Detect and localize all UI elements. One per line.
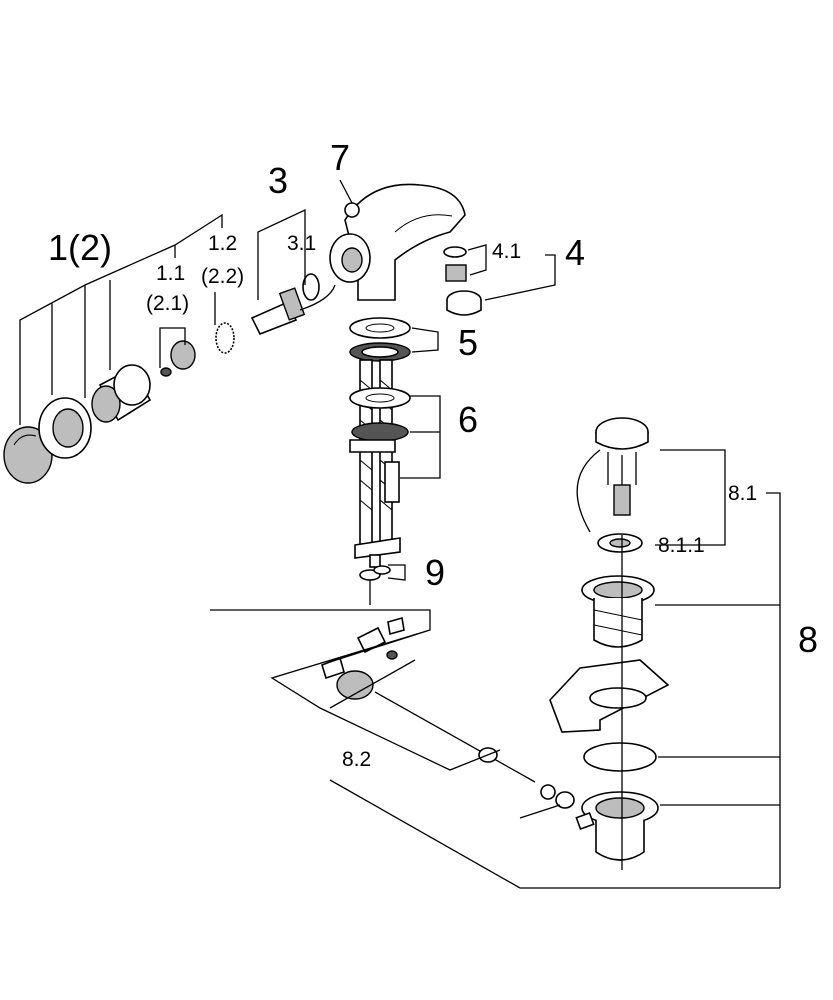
leader-3	[257, 208, 306, 300]
label-2-1: (2.1)	[146, 292, 189, 315]
leader-6	[400, 395, 441, 479]
label-1-1: 1.1	[156, 262, 185, 285]
pop-up-stopper-8-1	[595, 417, 649, 516]
leader-2-1	[159, 327, 186, 368]
label-4-1: 4.1	[492, 240, 521, 263]
spout-body-7	[329, 183, 466, 301]
leader-8-1	[655, 449, 726, 546]
label-1-2b: 1.2	[208, 232, 237, 255]
leader-8	[655, 492, 781, 888]
drain-body-lower	[575, 791, 659, 861]
label-6: 6	[458, 399, 478, 440]
label-3-1: 3.1	[287, 232, 316, 255]
label-4: 4	[565, 232, 585, 273]
label-7: 7	[330, 137, 350, 178]
label-1-2: 1(2)	[48, 227, 112, 268]
leader-8-2	[210, 609, 780, 889]
label-5: 5	[458, 322, 478, 363]
cartridge-small-part	[160, 340, 196, 377]
leader-3-1-arc	[299, 284, 336, 311]
washer-set-6	[349, 387, 411, 503]
linkage-parts-8-2	[321, 616, 575, 809]
leader-1-2	[19, 213, 223, 425]
label-8-1-1: 8.1.1	[658, 534, 705, 557]
leader-5	[411, 327, 439, 353]
mounting-nuts	[354, 537, 401, 605]
leader-9	[387, 564, 406, 581]
seal-8-1-1	[597, 533, 643, 553]
label-8: 8	[798, 619, 818, 660]
drain-body-upper	[581, 575, 655, 648]
gasket-ring	[583, 742, 657, 772]
valve-3-part	[250, 287, 306, 336]
arrow-8-1	[576, 449, 601, 533]
label-2-2: (2.2)	[201, 265, 244, 288]
leader-4-1	[467, 244, 487, 276]
washer-1-2-part	[215, 322, 235, 354]
leader-7	[339, 179, 353, 204]
aerator-4-part	[443, 246, 482, 316]
label-3: 3	[268, 160, 288, 201]
basin-section	[549, 659, 670, 733]
o-ring-3-1-part	[302, 273, 320, 301]
label-8-1: 8.1	[728, 482, 757, 505]
handle-ring-part	[38, 397, 92, 459]
label-9: 9	[425, 552, 445, 593]
washer-set-5	[349, 317, 411, 362]
leader-4	[484, 254, 556, 301]
handle-body-part	[91, 364, 152, 423]
label-8-2: 8.2	[342, 748, 371, 771]
